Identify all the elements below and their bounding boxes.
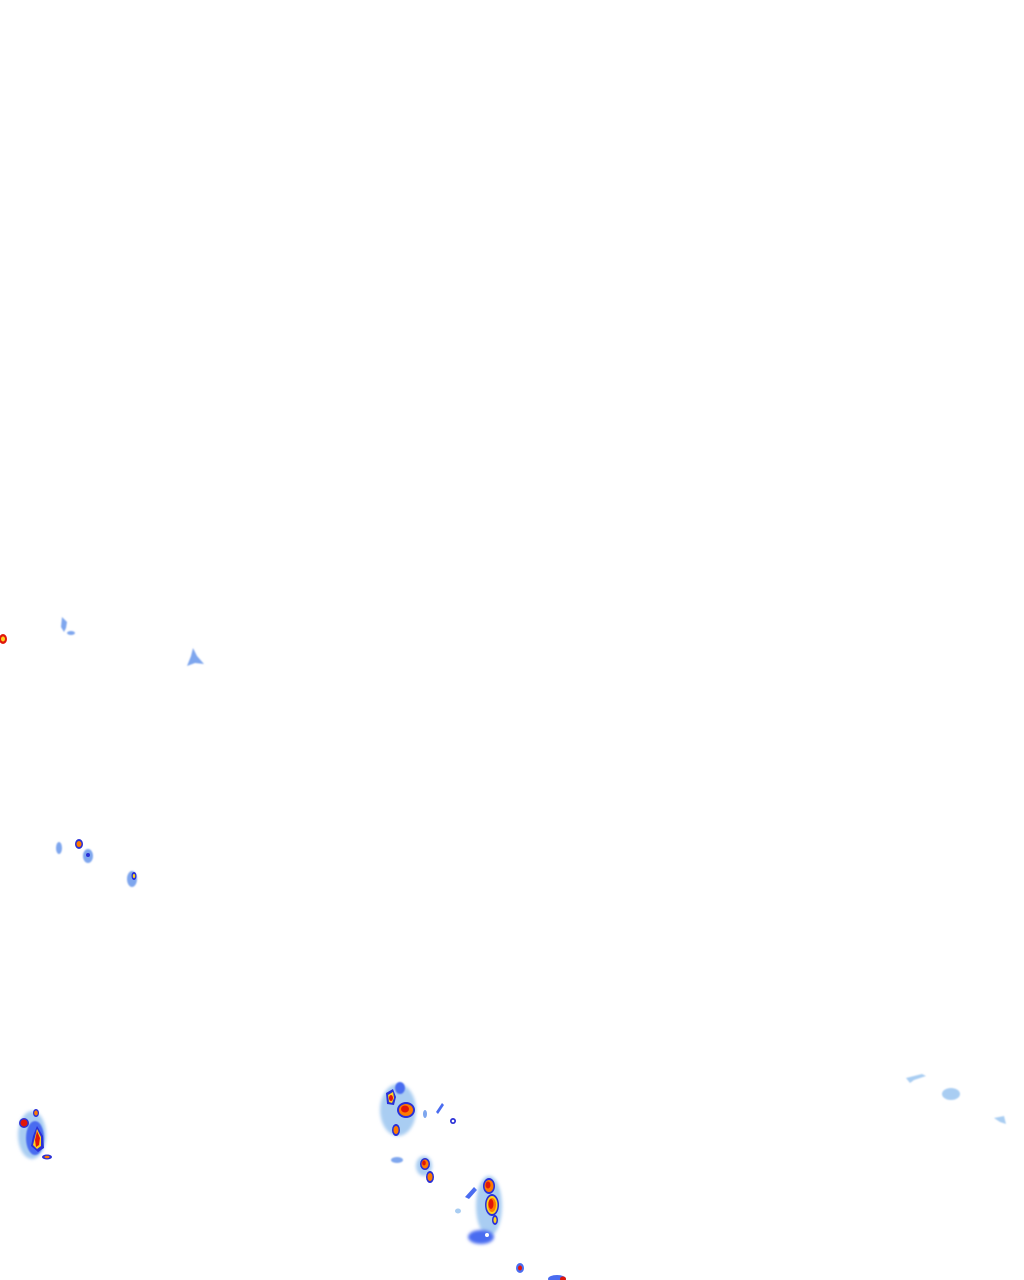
echo-cell: [86, 853, 90, 857]
echo-cell: [560, 1276, 566, 1280]
echo-cell: [493, 1217, 497, 1223]
echo-cell: [132, 874, 136, 878]
echo-cell: [468, 1230, 494, 1244]
echo-cell: [20, 1119, 28, 1127]
echo-cell: [455, 1208, 461, 1214]
echo-cell: [485, 1233, 489, 1237]
echo-cell: [34, 1110, 38, 1116]
echo-cluster-lower-left: [18, 1109, 52, 1160]
echo-cell: [56, 842, 62, 854]
echo-cell: [76, 841, 82, 847]
echo-cell: [485, 1181, 491, 1189]
echo-cell: [1, 636, 5, 642]
echo-cell: [427, 1173, 433, 1181]
echo-cell: [393, 1126, 399, 1134]
echo-cell: [395, 1082, 405, 1094]
echo-cell: [61, 617, 67, 632]
echo-cluster-upper-left: [0, 617, 204, 666]
echo-cell: [942, 1088, 960, 1100]
echo-cell: [44, 1155, 50, 1159]
echo-cell: [451, 1119, 455, 1123]
echo-cell: [488, 1199, 494, 1209]
echo-cell: [401, 1105, 409, 1113]
echo-cell: [906, 1074, 926, 1083]
echo-cell: [422, 1160, 426, 1166]
echo-cell: [423, 1110, 427, 1118]
echo-cell: [389, 1095, 393, 1101]
echo-cell: [35, 1131, 40, 1147]
echo-cluster-lower-center: [380, 1082, 566, 1280]
echo-cell: [67, 631, 75, 635]
echo-cell: [391, 1157, 403, 1163]
echo-cell: [465, 1187, 477, 1199]
echo-cluster-lower-right: [906, 1074, 1006, 1124]
echo-cell: [518, 1265, 522, 1271]
echo-cell: [187, 648, 204, 666]
echo-cluster-mid-left: [56, 839, 137, 887]
echo-cell: [436, 1103, 444, 1114]
echo-cell: [994, 1116, 1006, 1124]
